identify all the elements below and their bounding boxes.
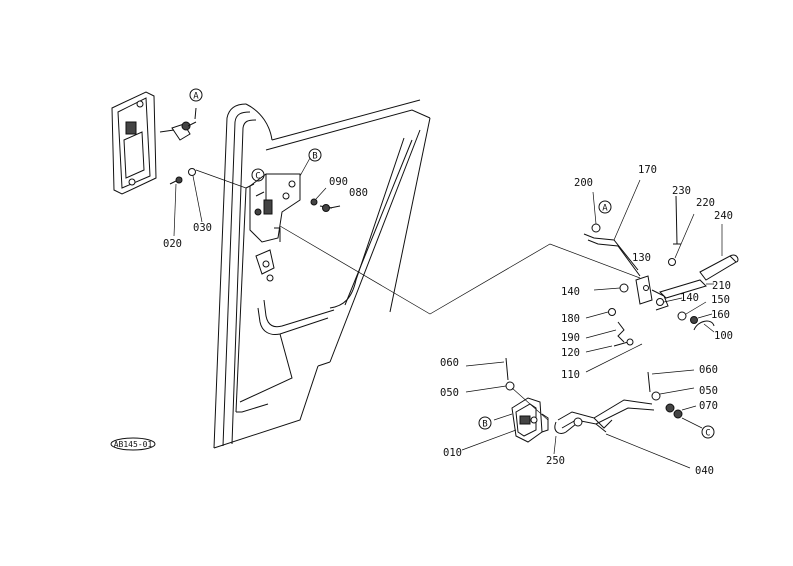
washer-080 [319, 204, 341, 212]
callout-230: 230 [672, 185, 691, 197]
washer-030 [188, 168, 203, 223]
callout-060b: 060 [699, 364, 718, 376]
marker-b-top-label: B [312, 152, 317, 162]
marker-a-top-label: A [193, 92, 199, 102]
marker-a-right: A [598, 200, 612, 214]
washer-140b [656, 297, 683, 306]
pin-230 [673, 195, 681, 245]
nut-070 [665, 403, 697, 419]
screw-090 [310, 187, 327, 206]
marker-a-right-label: A [602, 204, 608, 214]
marker-c-bottom: C [701, 425, 715, 439]
washer-200 [591, 191, 601, 233]
pin-060a [465, 357, 509, 381]
washer-050b [651, 387, 695, 401]
spring-190 [585, 321, 625, 343]
callout-090: 090 [329, 176, 348, 188]
pin-120 [585, 338, 634, 353]
washer-180 [585, 308, 616, 319]
callout-060a: 060 [440, 357, 459, 369]
leader-c2 [681, 417, 703, 429]
pin-060b [647, 369, 695, 393]
marker-c-bottom-label: C [705, 429, 710, 439]
latch-bracket [249, 173, 301, 282]
callout-110: 110 [561, 369, 580, 381]
washer-220 [668, 213, 695, 266]
clip-100 [693, 320, 715, 333]
callout-200: 200 [574, 177, 593, 189]
callout-150: 150 [711, 294, 730, 306]
knob-240 [699, 224, 739, 281]
callout-210: 210 [712, 280, 731, 292]
leader-b2 [493, 413, 513, 421]
callout-180: 180 [561, 313, 580, 325]
callout-130: 130 [632, 252, 651, 264]
drawing-code-badge: AB145-01 [110, 437, 156, 451]
marker-b-bottom: B [478, 416, 492, 430]
washer-050a [465, 381, 515, 393]
leader-rod-link [279, 225, 641, 315]
callout-240: 240 [714, 210, 733, 222]
callout-070: 070 [699, 400, 718, 412]
callout-040: 040 [695, 465, 714, 477]
lever-210 [659, 279, 714, 299]
callout-170: 170 [638, 164, 657, 176]
callout-100: 100 [714, 330, 733, 342]
callout-120: 120 [561, 347, 580, 359]
callout-190: 190 [561, 332, 580, 344]
callout-140a: 140 [561, 286, 580, 298]
bushing-250 [553, 417, 583, 455]
marker-c-top: C [251, 168, 265, 182]
nut-160 [690, 313, 713, 324]
washer-150 [677, 301, 707, 321]
screw-020 [169, 176, 183, 237]
marker-c-top-label: C [255, 172, 260, 182]
callout-050a: 050 [440, 387, 459, 399]
leader-110 [585, 343, 643, 373]
marker-b-top: B [308, 148, 322, 162]
callout-250: 250 [546, 455, 565, 467]
callout-160: 160 [711, 309, 730, 321]
callout-080: 080 [349, 187, 368, 199]
callout-030: 030 [193, 222, 212, 234]
lock-010 [461, 397, 549, 451]
callout-020: 020 [163, 238, 182, 250]
leader-b1 [299, 157, 311, 177]
callout-140b: 140 [680, 292, 699, 304]
inner-handle-assembly [111, 91, 197, 195]
rod-170 [583, 179, 641, 277]
drawing-code-label: AB145-01 [114, 440, 153, 449]
leader-frame [195, 169, 247, 189]
bracket-130 [635, 275, 669, 311]
door-frame [213, 99, 431, 449]
washer-140a [593, 283, 629, 293]
callout-050b: 050 [699, 385, 718, 397]
marker-a-top: A [189, 88, 203, 102]
rod-040 [557, 399, 691, 469]
callout-010: 010 [443, 447, 462, 459]
marker-b-bottom-label: B [482, 420, 487, 430]
callout-220: 220 [696, 197, 715, 209]
